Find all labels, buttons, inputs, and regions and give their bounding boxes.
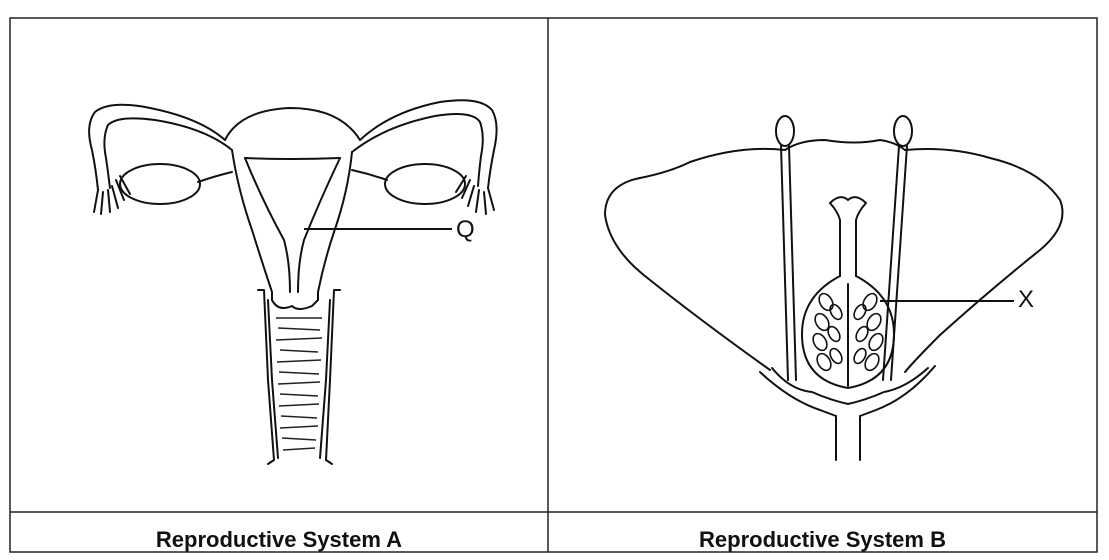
vaginal-wall-texture [276,318,322,450]
caption-system-b: Reproductive System B [548,528,1097,552]
caption-system-a: Reproductive System A [10,528,548,552]
table-frame [10,18,1097,552]
female-reproductive-system-drawing [89,100,496,464]
label-x: X [1018,288,1034,312]
label-q: Q [456,218,475,242]
flower-reproductive-system-drawing [605,116,1063,460]
